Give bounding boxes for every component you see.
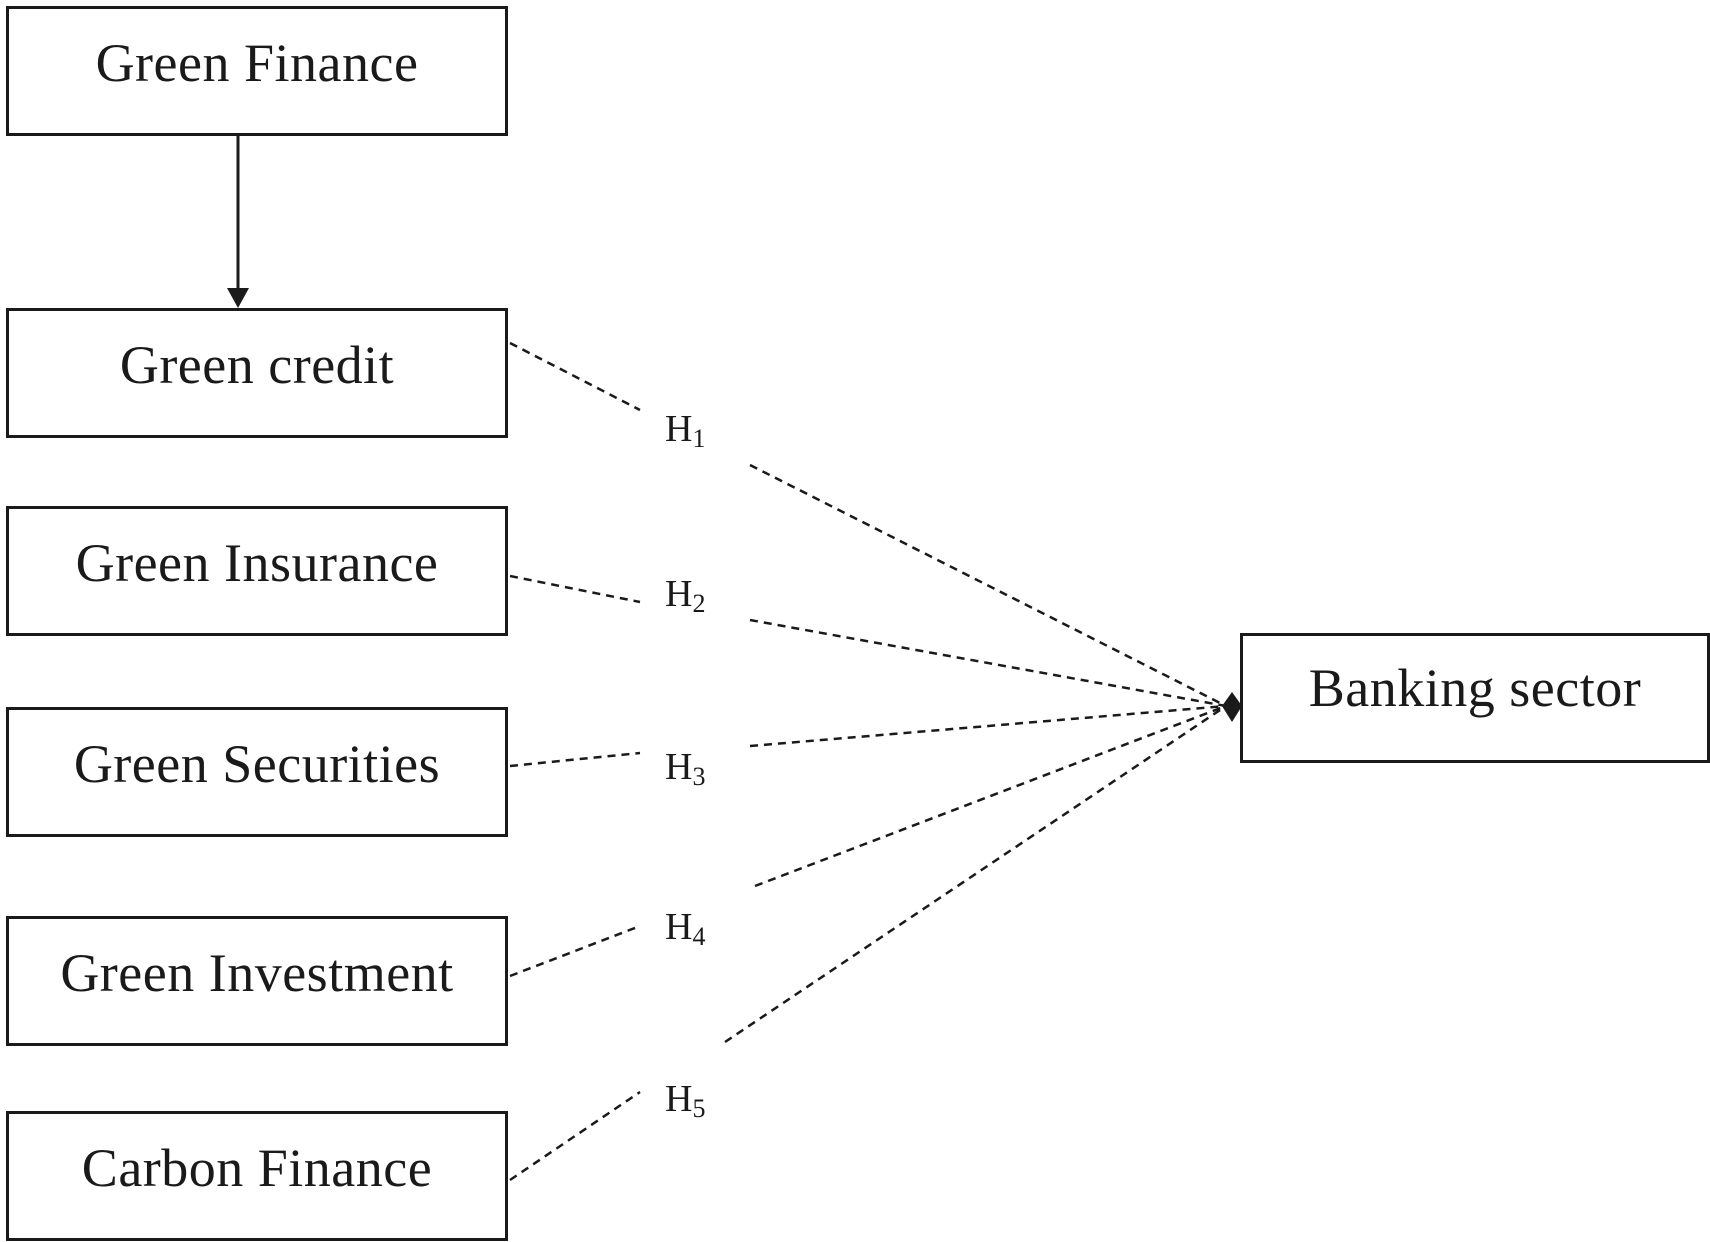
hypothesis-letter: H [665,408,693,450]
link-h3 [509,704,1227,768]
hypothesis-label-h5: H5 [665,1078,705,1122]
hypothesis-label-h4: H4 [665,906,705,950]
hypothesis-label-h3: H3 [665,746,705,790]
hypothesis-letter: H [665,746,693,788]
green-securities-box: Green Securities [6,707,508,837]
carbon-finance-box: Carbon Finance [6,1111,508,1241]
green-insurance-label: Green Insurance [75,533,439,593]
link-h1 [509,341,1227,708]
green-credit-label: Green credit [119,335,395,395]
hypothesis-label-h2: H2 [665,573,705,617]
green-finance-box: Green Finance [6,6,508,136]
link-h4 [509,704,1227,978]
hypothesis-number: 3 [692,762,706,791]
link-h2 [509,574,1227,708]
arrowhead-down-icon [227,288,249,308]
hypothesis-number: 4 [692,922,706,951]
carbon-finance-label: Carbon Finance [81,1138,433,1198]
green-credit-box: Green credit [6,308,508,438]
banking-sector-label: Banking sector [1308,658,1642,718]
green-investment-label: Green Investment [60,943,454,1003]
hypothesis-number: 2 [692,589,706,618]
link-h5 [509,704,1227,1182]
banking-sector-box: Banking sector [1240,633,1710,763]
hypothesis-letter: H [665,573,693,615]
green-investment-box: Green Investment [6,916,508,1046]
hypothesis-label-h1: H1 [665,408,705,452]
converging-arrowhead-icon [1222,692,1242,722]
hypothesis-number: 5 [692,1094,706,1123]
hypothesis-letter: H [665,906,693,948]
green-securities-label: Green Securities [73,734,441,794]
hypothesis-letter: H [665,1078,693,1120]
green-finance-label: Green Finance [95,33,419,93]
hypothesis-number: 1 [692,424,706,453]
green-insurance-box: Green Insurance [6,506,508,636]
